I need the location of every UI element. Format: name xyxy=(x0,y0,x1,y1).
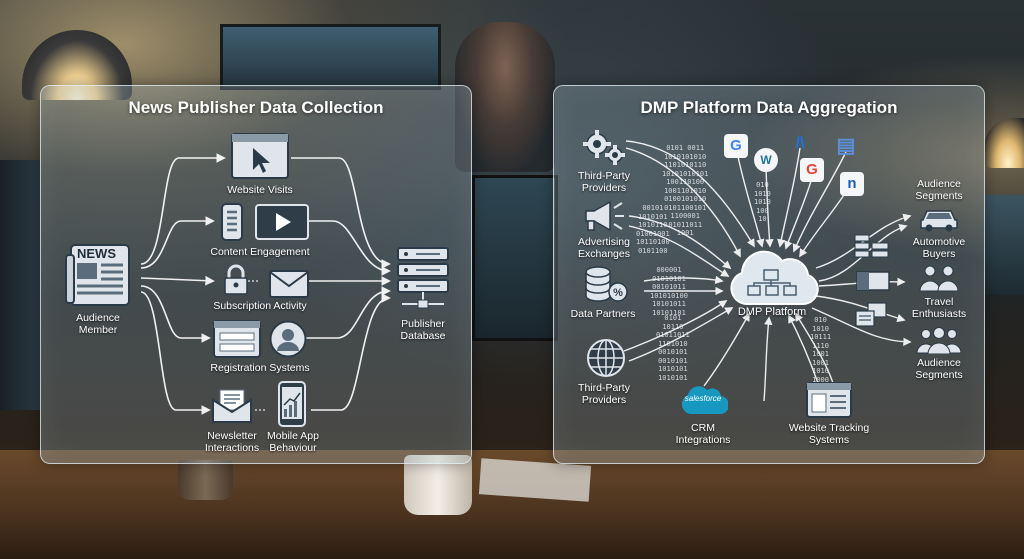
salesforce-badge: salesforce xyxy=(684,394,722,403)
server-database-icon xyxy=(396,246,450,312)
audience-member-label: Audience Member xyxy=(76,312,120,336)
cloud-network-icon xyxy=(724,246,820,308)
audience-segments-top-label: Audience Segments xyxy=(915,178,963,202)
travel-enthusiasts-label: Travel Enthusiasts xyxy=(911,296,967,320)
background-paper xyxy=(478,458,592,502)
people-icon xyxy=(918,264,960,292)
video-player-icon xyxy=(255,204,309,240)
desk-lamp-right xyxy=(984,118,1024,168)
svg-text:%: % xyxy=(613,287,623,299)
panel-stack-icon xyxy=(856,271,890,291)
document-scroll-icon xyxy=(219,202,245,242)
news-badge: NEWS xyxy=(77,246,116,261)
group-icon xyxy=(916,326,962,354)
automotive-buyers-label: Automotive Buyers xyxy=(912,236,966,260)
news-publisher-title: News Publisher Data Collection xyxy=(128,98,384,117)
background-mug xyxy=(404,455,472,515)
news-publisher-panel: News Publisher Data Collection xyxy=(40,85,472,464)
registration-systems-label: Registration Systems xyxy=(210,362,310,374)
mobile-app-behaviour-label: Mobile App Behaviour xyxy=(267,430,319,454)
analytics-logo-icon: /\ xyxy=(795,135,805,152)
binary-stream-bottom: 0101 10110 01011011 1101010 0010101 0010… xyxy=(656,314,690,382)
salesforce-cloud-icon: salesforce xyxy=(678,384,728,416)
data-partners-label: Data Partners xyxy=(570,308,636,320)
content-engagement-label: Content Engagement xyxy=(210,246,310,258)
dmp-platform-label: DMP Platform xyxy=(737,306,807,318)
binary-stream-topright: 010 1010 1010 100 10 xyxy=(754,181,771,223)
padlock-icon xyxy=(223,264,249,296)
background-cup xyxy=(178,460,233,500)
globe-icon xyxy=(586,338,626,378)
third-party-providers-top-label: Third-Party Providers xyxy=(578,170,630,194)
newsletter-interactions-label: Newsletter Interactions xyxy=(204,430,260,454)
dmp-platform-title: DMP Platform Data Aggregation xyxy=(640,98,898,117)
binary-stream-left: 00101 1010101 1010110 01001001 10110100 … xyxy=(636,204,670,255)
envelope-icon xyxy=(269,270,309,298)
desk-background xyxy=(0,450,1024,559)
car-icon xyxy=(919,206,959,232)
browser-tracking-icon xyxy=(806,382,852,418)
crm-integrations-label: CRM Integrations xyxy=(675,422,731,446)
publisher-database-label: Publisher Database xyxy=(400,318,446,342)
gears-icon xyxy=(582,130,626,166)
third-party-providers-bottom-label: Third-Party Providers xyxy=(578,382,630,406)
left-flow-arrows xyxy=(140,153,391,415)
chart-logo-icon: ▤ xyxy=(836,135,856,157)
website-tracking-systems-label: Website Tracking Systems xyxy=(788,422,870,446)
user-avatar-icon xyxy=(269,320,307,358)
background-monitor-right xyxy=(985,195,1024,295)
google-logo-icon: G xyxy=(724,134,748,158)
newspaper-icon: NEWS xyxy=(63,241,133,307)
newsletter-envelope-icon xyxy=(211,388,253,424)
background-monitor-middle xyxy=(472,175,558,341)
binary-stream-mid: 000001 01010101 00101011 101010100 10101… xyxy=(650,266,688,317)
form-icon xyxy=(213,320,261,358)
background-monitor xyxy=(220,24,441,90)
server-stack-icon xyxy=(854,234,890,258)
database-percent-icon: % xyxy=(584,266,628,304)
website-visits-label: Website Visits xyxy=(227,184,293,196)
binary-stream-top: 0101 0011 1010101010 1101010110 10101010… xyxy=(662,144,709,237)
advertising-exchanges-label: Advertising Exchanges xyxy=(578,236,630,260)
background-monitor-left xyxy=(0,160,40,410)
audience-segments-bottom-label: Audience Segments xyxy=(915,357,963,381)
document-stack-icon xyxy=(854,302,890,328)
megaphone-icon xyxy=(582,200,626,232)
dmp-platform-panel: DMP Platform Data Aggregation xyxy=(553,85,985,464)
google-logo-2-icon: G xyxy=(800,158,824,182)
n-logo-icon: n xyxy=(840,172,864,196)
wordpress-logo-icon: W xyxy=(754,148,778,172)
subscription-activity-label: Subscription Activity xyxy=(213,300,307,312)
mobile-chart-icon xyxy=(278,381,306,427)
browser-cursor-icon xyxy=(231,133,289,179)
